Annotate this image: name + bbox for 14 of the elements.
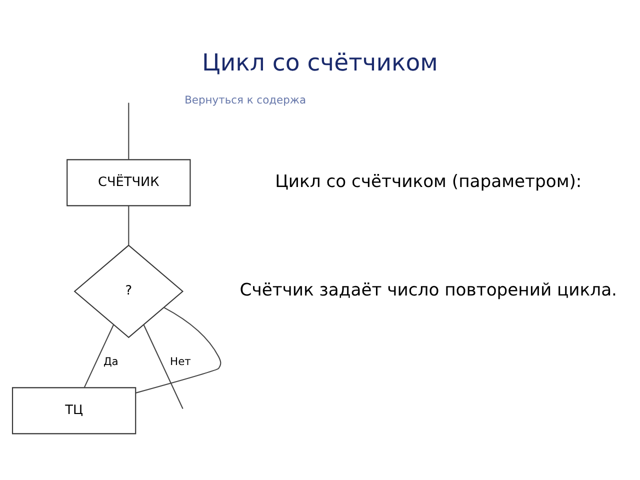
connector xyxy=(136,306,222,393)
label: Цикл со счётчиком (параметром): xyxy=(275,171,582,192)
connector xyxy=(128,102,130,159)
label: Счётчик задаёт число повторений цикла. xyxy=(240,280,617,300)
connector xyxy=(143,324,184,408)
edge-label: Да xyxy=(103,354,118,368)
edge-label: Нет xyxy=(170,354,191,368)
connector xyxy=(128,205,130,244)
node-diamond: ? xyxy=(74,244,184,338)
node-box: ТЦ xyxy=(12,386,136,434)
label: Вернуться к содержа xyxy=(184,92,306,106)
connector xyxy=(84,324,114,388)
diagram-title: Цикл со счётчиком xyxy=(202,48,438,76)
node-box: СЧЁТЧИК xyxy=(66,158,191,206)
